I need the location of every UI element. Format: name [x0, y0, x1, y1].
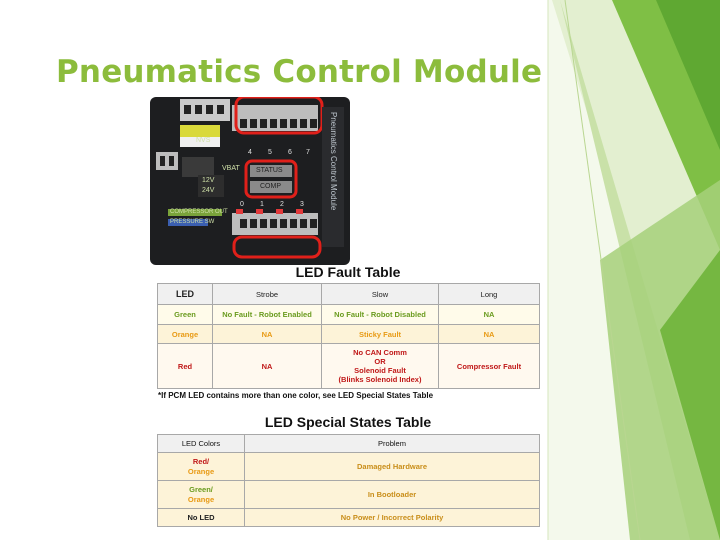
special-color-cell: No LED	[157, 508, 245, 527]
pcm-label-nvs: NVS	[196, 137, 211, 144]
cell-slow-line: (Blinks Solenoid Index)	[338, 375, 422, 384]
cell-slow-line: OR	[374, 357, 386, 366]
cell-strobe: NA	[212, 324, 322, 344]
special-color-line: Red/	[192, 456, 210, 466]
special-color-line: Orange	[187, 466, 215, 476]
table-row: Orange NA Sticky Fault NA	[157, 324, 540, 344]
cell-long: Compressor Fault	[438, 343, 540, 389]
special-problem-cell: Damaged Hardware	[244, 452, 540, 481]
led-color-green: Green	[157, 304, 213, 325]
pcm-label-vbat: VBAT	[222, 165, 240, 172]
pcm-label-24v: 24V	[202, 187, 215, 194]
cell-slow: No Fault - Robot Disabled	[321, 304, 439, 325]
pcm-label-pressure-sw: PRESSURE SW	[170, 219, 215, 225]
cell-strobe: NA	[212, 343, 322, 389]
fault-col-long: Long	[438, 283, 540, 305]
fault-col-slow: Slow	[321, 283, 439, 305]
led-color-orange: Orange	[157, 324, 213, 344]
table-row: Green No Fault - Robot Enabled No Fault …	[157, 304, 540, 325]
special-color-line: Green/	[189, 484, 213, 494]
pcm-port-0: 0	[240, 201, 244, 208]
fault-table-title: LED Fault Table	[295, 264, 401, 280]
special-col-colors: LED Colors	[157, 434, 245, 453]
pcm-label-12v: 12V	[202, 177, 215, 184]
fault-table-footnote: *If PCM LED contains more than one color…	[158, 391, 434, 400]
special-table-title: LED Special States Table	[264, 414, 432, 430]
special-color-cell: Green/ Orange	[157, 480, 245, 509]
special-color-line: Orange	[187, 494, 215, 504]
pcm-side-label: Pneumatics Control Module	[329, 112, 338, 211]
table-row: No LED No Power / Incorrect Polarity	[157, 508, 540, 527]
cell-slow-line: Solenoid Fault	[354, 366, 406, 375]
pcm-port-6: 6	[288, 149, 292, 156]
pcm-port-4: 4	[248, 149, 252, 156]
pcm-label-compressor-out: COMPRESSOR OUT	[170, 209, 228, 215]
pcm-port-1: 1	[260, 201, 264, 208]
special-problem-cell: No Power / Incorrect Polarity	[244, 508, 540, 527]
fault-col-led: LED	[157, 283, 213, 305]
pcm-port-7: 7	[306, 149, 310, 156]
special-color-cell: Red/ Orange	[157, 452, 245, 481]
cell-slow: Sticky Fault	[321, 324, 439, 344]
pcm-photo: NVS VBAT 12V 24V STATUS COMP COMPRESSOR …	[150, 95, 350, 265]
cell-strobe: No Fault - Robot Enabled	[212, 304, 322, 325]
pcm-label-status: STATUS	[256, 167, 283, 174]
special-table-header: LED Colors Problem	[157, 434, 540, 453]
cell-long: NA	[438, 324, 540, 344]
fault-table-header: LED Strobe Slow Long	[157, 283, 540, 305]
pcm-port-2: 2	[280, 201, 284, 208]
pcm-port-3: 3	[300, 201, 304, 208]
special-table: LED Colors Problem Red/ Orange Damaged H…	[157, 434, 540, 527]
pcm-label-comp: COMP	[260, 183, 281, 190]
cell-slow: No CAN Comm OR Solenoid Fault (Blinks So…	[321, 343, 439, 389]
table-row: Red/ Orange Damaged Hardware	[157, 452, 540, 481]
special-problem-cell: In Bootloader	[244, 480, 540, 509]
cell-long: NA	[438, 304, 540, 325]
fault-table: LED Strobe Slow Long Green No Fault - Ro…	[157, 283, 540, 389]
table-row: Green/ Orange In Bootloader	[157, 480, 540, 509]
table-row: Red NA No CAN Comm OR Solenoid Fault (Bl…	[157, 343, 540, 389]
cell-slow-line: No CAN Comm	[353, 348, 407, 357]
fault-col-strobe: Strobe	[212, 283, 322, 305]
led-color-red: Red	[157, 343, 213, 389]
special-col-problem: Problem	[244, 434, 540, 453]
pcm-port-5: 5	[268, 149, 272, 156]
pcm-device-drawing	[156, 95, 344, 259]
slide-title: Pneumatics Control Module	[56, 54, 543, 90]
